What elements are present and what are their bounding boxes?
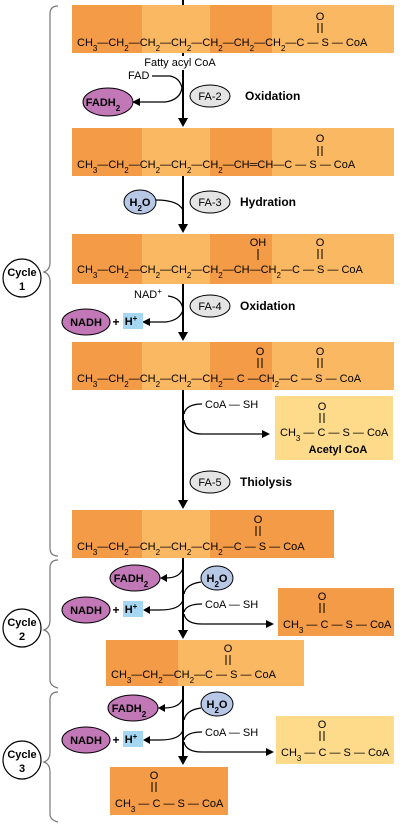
row-7-formula: CH3 — C — S — CoA [115, 798, 224, 814]
svg-text:+: + [112, 733, 119, 747]
coa-sh-label-2: CoA — SH [205, 599, 258, 611]
row-1-segment-2 [142, 5, 210, 53]
svg-text:H+: H+ [125, 732, 138, 747]
fadh2-label-1: FADH2 [86, 97, 121, 113]
coa-sh-label-1: CoA — SH [205, 399, 258, 411]
svg-text:Cycle: Cycle [7, 617, 36, 629]
row-6-formula: CH3—CH2—CH2—C — S — CoA [111, 669, 277, 685]
cycle-3-badge: Cycle 3 [2, 740, 42, 780]
svg-text:Cycle: Cycle [7, 267, 36, 279]
svg-text:FADH2: FADH2 [114, 573, 149, 589]
h2o-ellipse-3 [200, 691, 234, 717]
step-fa2-code: FA-2 [198, 91, 221, 103]
fadh2-ellipse-1 [82, 87, 134, 117]
svg-text:NADH: NADH [70, 605, 102, 617]
svg-text:CH3 — C — S — CoA: CH3 — C — S — CoA [283, 619, 392, 635]
molecule-row-7: O CH3 — C — S — CoA [110, 767, 228, 815]
step-fa5-name: Thiolysis [240, 475, 292, 489]
acetyl-coa-box-3: O CH3 — C — S — CoA [276, 716, 394, 764]
row-1-carbonyl-o: O [316, 11, 325, 23]
svg-text:H+: H+ [125, 314, 138, 329]
svg-text:1: 1 [19, 281, 25, 293]
fatty-acyl-coa-label: Fatty acyl CoA [144, 57, 216, 69]
svg-text:FADH2: FADH2 [112, 703, 147, 719]
cycle-2-bracket [42, 559, 59, 689]
svg-text:H2O: H2O [207, 573, 228, 589]
row-2-formula: CH3—CH2—CH2—CH2—CH2—CH═CH—C — S — CoA [77, 159, 356, 175]
svg-text:CH3 — C — S — CoA: CH3 — C — S — CoA [281, 747, 390, 763]
fad-label: FAD [128, 70, 149, 82]
step-fa2-name: Oxidation [245, 89, 300, 103]
nad-label: NAD+ [134, 287, 162, 302]
row-1-formula: CH3—CH2—CH2—CH2—CH2—CH2—CH2—C — S — CoA [77, 37, 368, 53]
svg-text:O: O [150, 770, 159, 782]
row-4-formula: CH3—CH2—CH2—CH2—CH2— C —CH2—C — S — CoA [77, 373, 362, 389]
molecule-row-4: O O CH3—CH2—CH2—CH2—CH2— C —CH2—C — S — … [72, 342, 394, 390]
step-fa5-ellipse [189, 470, 231, 494]
svg-text:2: 2 [19, 631, 25, 643]
svg-text:O: O [318, 401, 327, 413]
svg-text:O: O [254, 514, 263, 526]
acetyl-coa-box-2: O CH3 — C — S — CoA [278, 588, 394, 636]
svg-text:H2O: H2O [207, 699, 228, 715]
step-fa2-ellipse [189, 84, 231, 108]
svg-text:O: O [318, 719, 327, 731]
svg-text:FA-3: FA-3 [198, 197, 221, 209]
svg-text:O: O [318, 591, 327, 603]
row-3-formula: CH3—CH2—CH2—CH2—CH2—CH—CH2—C — S — CoA [77, 264, 364, 280]
svg-text:Cycle: Cycle [7, 749, 36, 761]
row-5-formula: CH3—CH2—CH2—CH2—CH2—C — S — CoA [77, 541, 305, 557]
svg-text:OH: OH [250, 237, 267, 249]
svg-text:O: O [256, 346, 265, 358]
svg-text:+: + [112, 603, 119, 617]
svg-text:H+: H+ [125, 602, 138, 617]
step-fa4-ellipse [189, 294, 231, 318]
nadh-ellipse-2 [61, 596, 111, 624]
hplus-box-2 [123, 601, 143, 617]
cycle-3-bracket [42, 691, 59, 823]
svg-text:3: 3 [19, 763, 25, 775]
hplus-box-3 [123, 731, 143, 747]
h2o-ellipse-2 [200, 565, 234, 591]
svg-text:O: O [316, 346, 325, 358]
step-fa4-name: Oxidation [240, 299, 295, 313]
svg-text:FA-5: FA-5 [198, 477, 221, 489]
nadh-ellipse-3 [61, 726, 111, 754]
svg-text:O: O [224, 643, 233, 655]
acetyl-coa-box-1: O CH3 — C — S — CoA Acetyl CoA [275, 396, 393, 460]
nadh-label-1: NADH [70, 317, 102, 329]
cycle-2-badge: Cycle 2 [2, 608, 42, 648]
molecule-row-2: O CH3—CH2—CH2—CH2—CH2—CH═CH—C — S — CoA [72, 128, 394, 176]
molecule-row-3: OH O CH3—CH2—CH2—CH2—CH2—CH—CH2—C — S — … [72, 234, 394, 284]
svg-text:O: O [316, 133, 325, 145]
h2o-ellipse-1 [123, 189, 157, 215]
cycle-1-bracket [42, 5, 59, 557]
row-1-segment-3 [210, 5, 272, 53]
molecule-row-6: O CH3—CH2—CH2—C — S — CoA [106, 640, 304, 686]
svg-text:+: + [112, 315, 119, 329]
h2o-label-1: H2O [130, 197, 151, 213]
nadh-ellipse-1 [61, 308, 111, 336]
row-1-segment-4 [272, 5, 394, 53]
molecule-row-5: O CH3—CH2—CH2—CH2—CH2—C — S — CoA [72, 510, 334, 558]
svg-text:NADH: NADH [70, 735, 102, 747]
row-1-segment-1 [72, 5, 142, 53]
svg-text:CH3 — C — S — CoA: CH3 — C — S — CoA [280, 427, 389, 443]
acetyl-coa-label: Acetyl CoA [309, 444, 368, 456]
molecule-row-1: O CH3—CH2—CH2—CH2—CH2—CH2—CH2—C — S — Co… [72, 5, 394, 53]
hplus-box-1 [123, 313, 143, 329]
step-fa3-ellipse [189, 190, 231, 214]
svg-text:O: O [316, 237, 325, 249]
step-fa3-name: Hydration [240, 195, 296, 209]
svg-text:FA-4: FA-4 [198, 301, 221, 313]
coa-sh-label-3: CoA — SH [205, 727, 258, 739]
cycle-1-badge: Cycle 1 [2, 258, 42, 298]
